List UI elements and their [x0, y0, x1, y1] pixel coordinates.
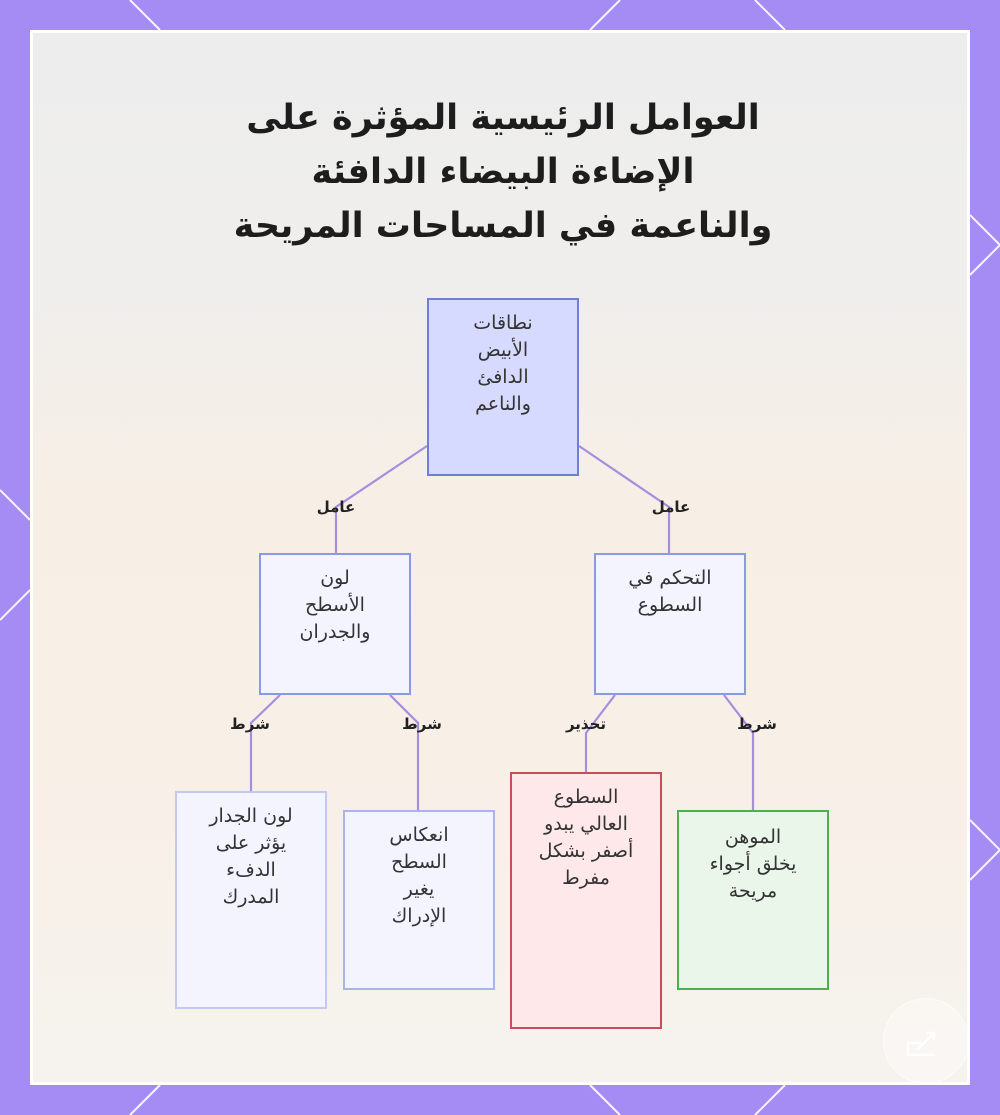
node-root: نطاقات الأبيض الدافئ والناعم [427, 298, 579, 476]
edge-label-color-wall: شرط [230, 715, 270, 733]
node-high-brightness-line: أصفر بشكل [538, 840, 634, 862]
node-dimmed-line: يخلق أجواء [709, 853, 797, 875]
edge-control-dim [723, 694, 755, 810]
edge-color-wall [249, 694, 281, 791]
title-line-1: العوامل الرئيسية المؤثرة على [246, 98, 760, 138]
node-wall-color-line: لون الجدار [209, 805, 293, 827]
node-root-line: نطاقات [473, 312, 533, 334]
node-surface-reflection: انعكاس السطح يغير الإدراك [343, 810, 495, 990]
node-surface-reflection-line: انعكاس [389, 824, 449, 846]
node-surface-color: لون الأسطح والجدران [259, 553, 411, 695]
title-line-2: الإضاءة البيضاء الدافئة [311, 152, 695, 192]
title-line-3: والناعمة في المساحات المريحة [233, 206, 773, 246]
node-wall-color-line: يؤثر على [215, 832, 287, 854]
node-dimmed-line: مريحة [728, 880, 778, 902]
edge-label-control-dim: شرط [737, 715, 777, 733]
diagram-title: العوامل الرئيسية المؤثرة على الإضاءة الب… [33, 91, 967, 253]
node-brightness-control-line: التحكم في [628, 567, 712, 589]
node-brightness-control-line: السطوع [637, 594, 703, 616]
node-root-line: والناعم [475, 393, 531, 415]
node-high-brightness-warning: السطوع العالي يبدو أصفر بشكل مفرط [510, 772, 662, 1029]
node-wall-color: لون الجدار يؤثر على الدفء المدرك [175, 791, 327, 1009]
edges-layer [249, 445, 755, 810]
edge-label-root-control: عامل [651, 498, 691, 516]
edge-label-control-bright: تحذير [565, 715, 607, 733]
edit-icon [906, 1031, 936, 1057]
edge-root-control [578, 445, 671, 553]
node-surface-reflection-line: السطح [391, 851, 447, 873]
node-surface-color-line: والجدران [299, 621, 371, 643]
node-surface-color-line: لون [320, 567, 350, 589]
node-high-brightness-line: مفرط [562, 867, 610, 889]
edge-color-reflect [389, 694, 420, 810]
edge-label-color-reflect: شرط [402, 715, 442, 733]
node-surface-reflection-line: الإدراك [391, 905, 447, 927]
node-dimmed: الموهن يخلق أجواء مريحة [677, 810, 829, 990]
node-high-brightness-line: السطوع [553, 786, 619, 808]
node-high-brightness-line: العالي يبدو [544, 813, 628, 835]
node-surface-color-line: الأسطح [305, 594, 365, 616]
edge-label-root-color: عامل [316, 498, 356, 516]
node-brightness-control: التحكم في السطوع [594, 553, 746, 695]
node-surface-reflection-line: يغير [403, 878, 435, 900]
node-wall-color-line: الدفء [226, 859, 276, 881]
edge-control-bright [584, 694, 616, 772]
edit-button[interactable] [883, 998, 967, 1082]
node-wall-color-line: المدرك [222, 886, 280, 908]
node-dimmed-line: الموهن [724, 826, 782, 848]
edge-root-color [334, 445, 428, 553]
diagram-card: ​ العوامل الرئيسية المؤثرة على الإضاءة ا… [30, 30, 970, 1085]
node-root-line: الأبيض [477, 339, 529, 361]
node-root-line: الدافئ [477, 366, 529, 388]
